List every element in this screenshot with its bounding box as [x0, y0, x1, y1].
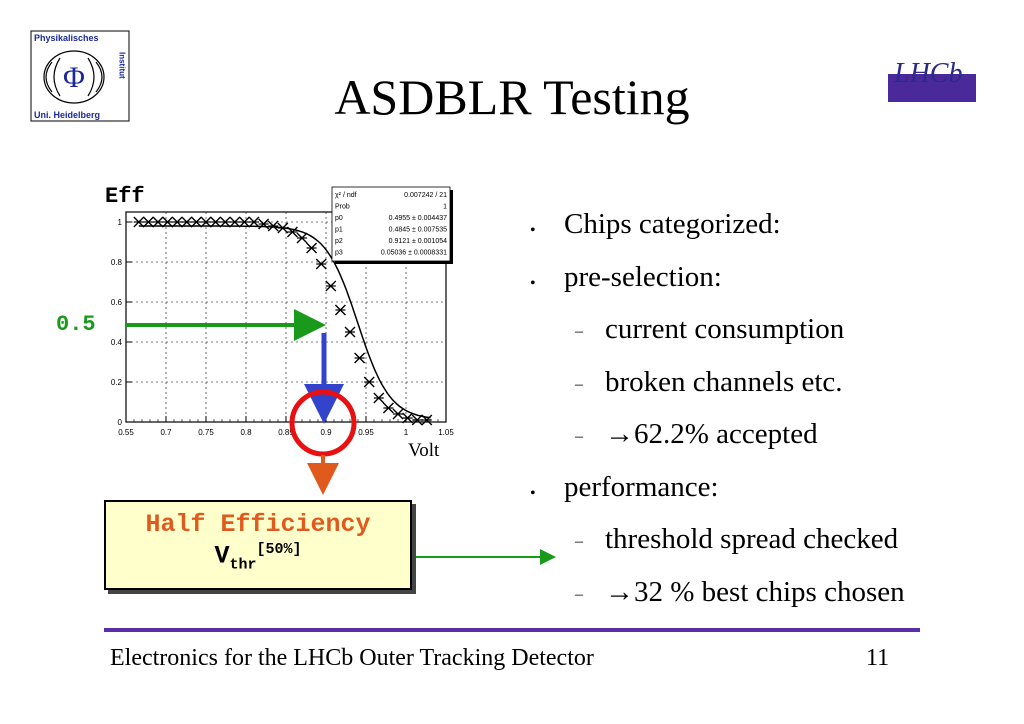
bullet-marker: –	[575, 585, 583, 603]
bullet-marker: –	[575, 323, 583, 340]
stats-value: 1	[443, 204, 447, 211]
x-tick-label: 0.95	[358, 428, 374, 437]
y-tick-label: 1	[118, 218, 123, 227]
x-tick-label: 0.75	[198, 428, 214, 437]
half-efficiency-level-label: 0.5	[56, 312, 96, 337]
stats-value: 0.9121 ± 0.001054	[389, 238, 447, 245]
y-tick-label: 0.6	[111, 298, 123, 307]
data-point	[258, 218, 270, 230]
x-tick-label: 0.7	[160, 428, 172, 437]
stats-key: p0	[335, 215, 343, 222]
x-tick-label: 1	[404, 428, 409, 437]
logo-line1: Physikalisches	[34, 33, 99, 43]
data-point	[344, 326, 356, 338]
y-tick-label: 0	[118, 418, 123, 427]
bullet-marker: –	[575, 428, 583, 445]
data-point	[133, 216, 145, 228]
half-efficiency-title: Half Efficiency	[145, 510, 371, 539]
half-efficiency-box: Half Efficiency Vthr[50%]	[104, 500, 412, 590]
x-axis-label: Volt	[408, 440, 440, 461]
data-point	[373, 392, 385, 404]
bullet-text: broken channels etc.	[605, 365, 843, 398]
efficiency-plot: 0.55 0.7 0.75 0.8 0.85 0.9 0.95 1 1.05 0 0.2 0.4 0.6…	[105, 184, 454, 461]
x-tick-label: 1.05	[438, 428, 454, 437]
data-point	[219, 216, 231, 228]
stats-key: χ² / ndf	[335, 192, 357, 199]
stats-key: Prob	[335, 204, 350, 211]
stats-value: 0.05036 ± 0.0008331	[381, 250, 447, 257]
data-point	[229, 216, 241, 228]
data-point	[238, 216, 250, 228]
bullet-marker: •	[530, 484, 536, 502]
data-point	[181, 216, 193, 228]
bullet-text: threshold spread checked	[605, 523, 899, 555]
x-tick-label: 0.9	[320, 428, 332, 437]
bullet-marker: –	[575, 375, 583, 393]
x-tick-label: 0.55	[118, 428, 134, 437]
data-point	[152, 216, 164, 228]
lhcb-logo: LHCb	[888, 58, 976, 102]
data-point	[421, 414, 433, 426]
vthr-label: Vthr[50%]	[214, 541, 302, 574]
x-tick-label: 0.8	[240, 428, 252, 437]
bullet-marker: •	[530, 274, 536, 292]
y-tick-label: 0.4	[111, 338, 123, 347]
logo-line2: Uni. Heidelberg	[34, 110, 100, 120]
y-axis-label: Eff	[105, 184, 145, 209]
page-title: ASDBLR Testing	[334, 69, 690, 125]
bullet-text: →62.2% accepted	[605, 418, 818, 450]
data-point	[392, 408, 404, 420]
data-point	[325, 280, 337, 292]
bullet-text: Chips categorized:	[564, 208, 781, 240]
footer-text: Electronics for the LHCb Outer Tracking …	[110, 645, 594, 671]
stats-value: 0.007242 / 21	[404, 192, 447, 199]
data-point	[382, 402, 394, 414]
page-number: 11	[866, 645, 890, 671]
data-point	[210, 216, 222, 228]
bullet-text: current consumption	[605, 313, 845, 345]
stats-key: p2	[335, 238, 343, 245]
data-point	[277, 222, 289, 234]
stats-value: 0.4955 ± 0.004437	[389, 215, 447, 222]
data-point	[306, 242, 318, 254]
bullet-text: pre-selection:	[564, 260, 722, 293]
stats-key: p1	[335, 227, 343, 234]
data-point	[142, 216, 154, 228]
logo-side: Institut	[118, 52, 127, 79]
stats-value: 0.4845 ± 0.007535	[389, 227, 447, 234]
data-point	[162, 216, 174, 228]
footer-divider	[104, 628, 920, 632]
data-point	[363, 376, 375, 388]
y-tick-label: 0.2	[111, 378, 123, 387]
stats-key: p3	[335, 250, 343, 257]
phi-icon: Φ	[63, 61, 85, 94]
bullet-text: →32 % best chips chosen	[605, 575, 905, 608]
data-point	[200, 216, 212, 228]
data-point	[402, 412, 414, 424]
data-point	[411, 414, 423, 426]
institute-logo: Physikalisches Uni. Heidelberg Φ Institu…	[30, 30, 130, 122]
data-point	[334, 304, 346, 316]
y-tick-label: 0.8	[111, 258, 123, 267]
data-point	[248, 216, 260, 228]
data-point	[190, 216, 202, 228]
bullet-text: performance:	[564, 470, 719, 503]
data-point	[286, 226, 298, 238]
fit-stats-box: χ² / ndf 0.007242 / 21 Prob 1 p0 0.4955 ± 0.0…	[331, 186, 453, 264]
lhcb-logo-text: LHCb	[893, 58, 962, 89]
data-point	[267, 220, 279, 232]
data-point	[296, 232, 308, 244]
data-point	[171, 216, 183, 228]
data-point	[354, 352, 366, 364]
bullet-marker: •	[530, 222, 536, 239]
data-point	[315, 258, 327, 270]
x-tick-label: 0.85	[278, 428, 294, 437]
bullet-marker: –	[575, 533, 583, 550]
